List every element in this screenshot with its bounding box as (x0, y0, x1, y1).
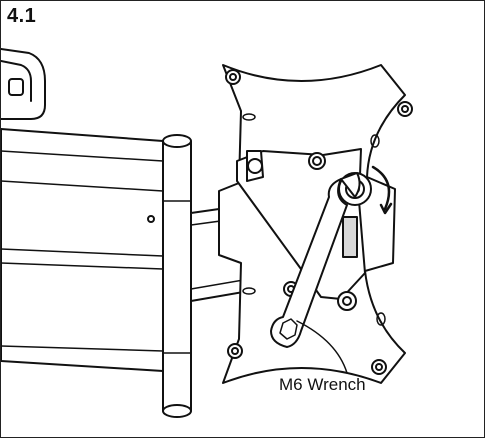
main-arm (1, 128, 164, 372)
wall-bracket (1, 48, 46, 120)
callout-label: M6 Wrench (279, 375, 366, 394)
pivot-column (162, 134, 192, 418)
callout-leader (296, 320, 348, 374)
m6-wrench (270, 172, 361, 348)
step-label: 4.1 (7, 5, 37, 27)
